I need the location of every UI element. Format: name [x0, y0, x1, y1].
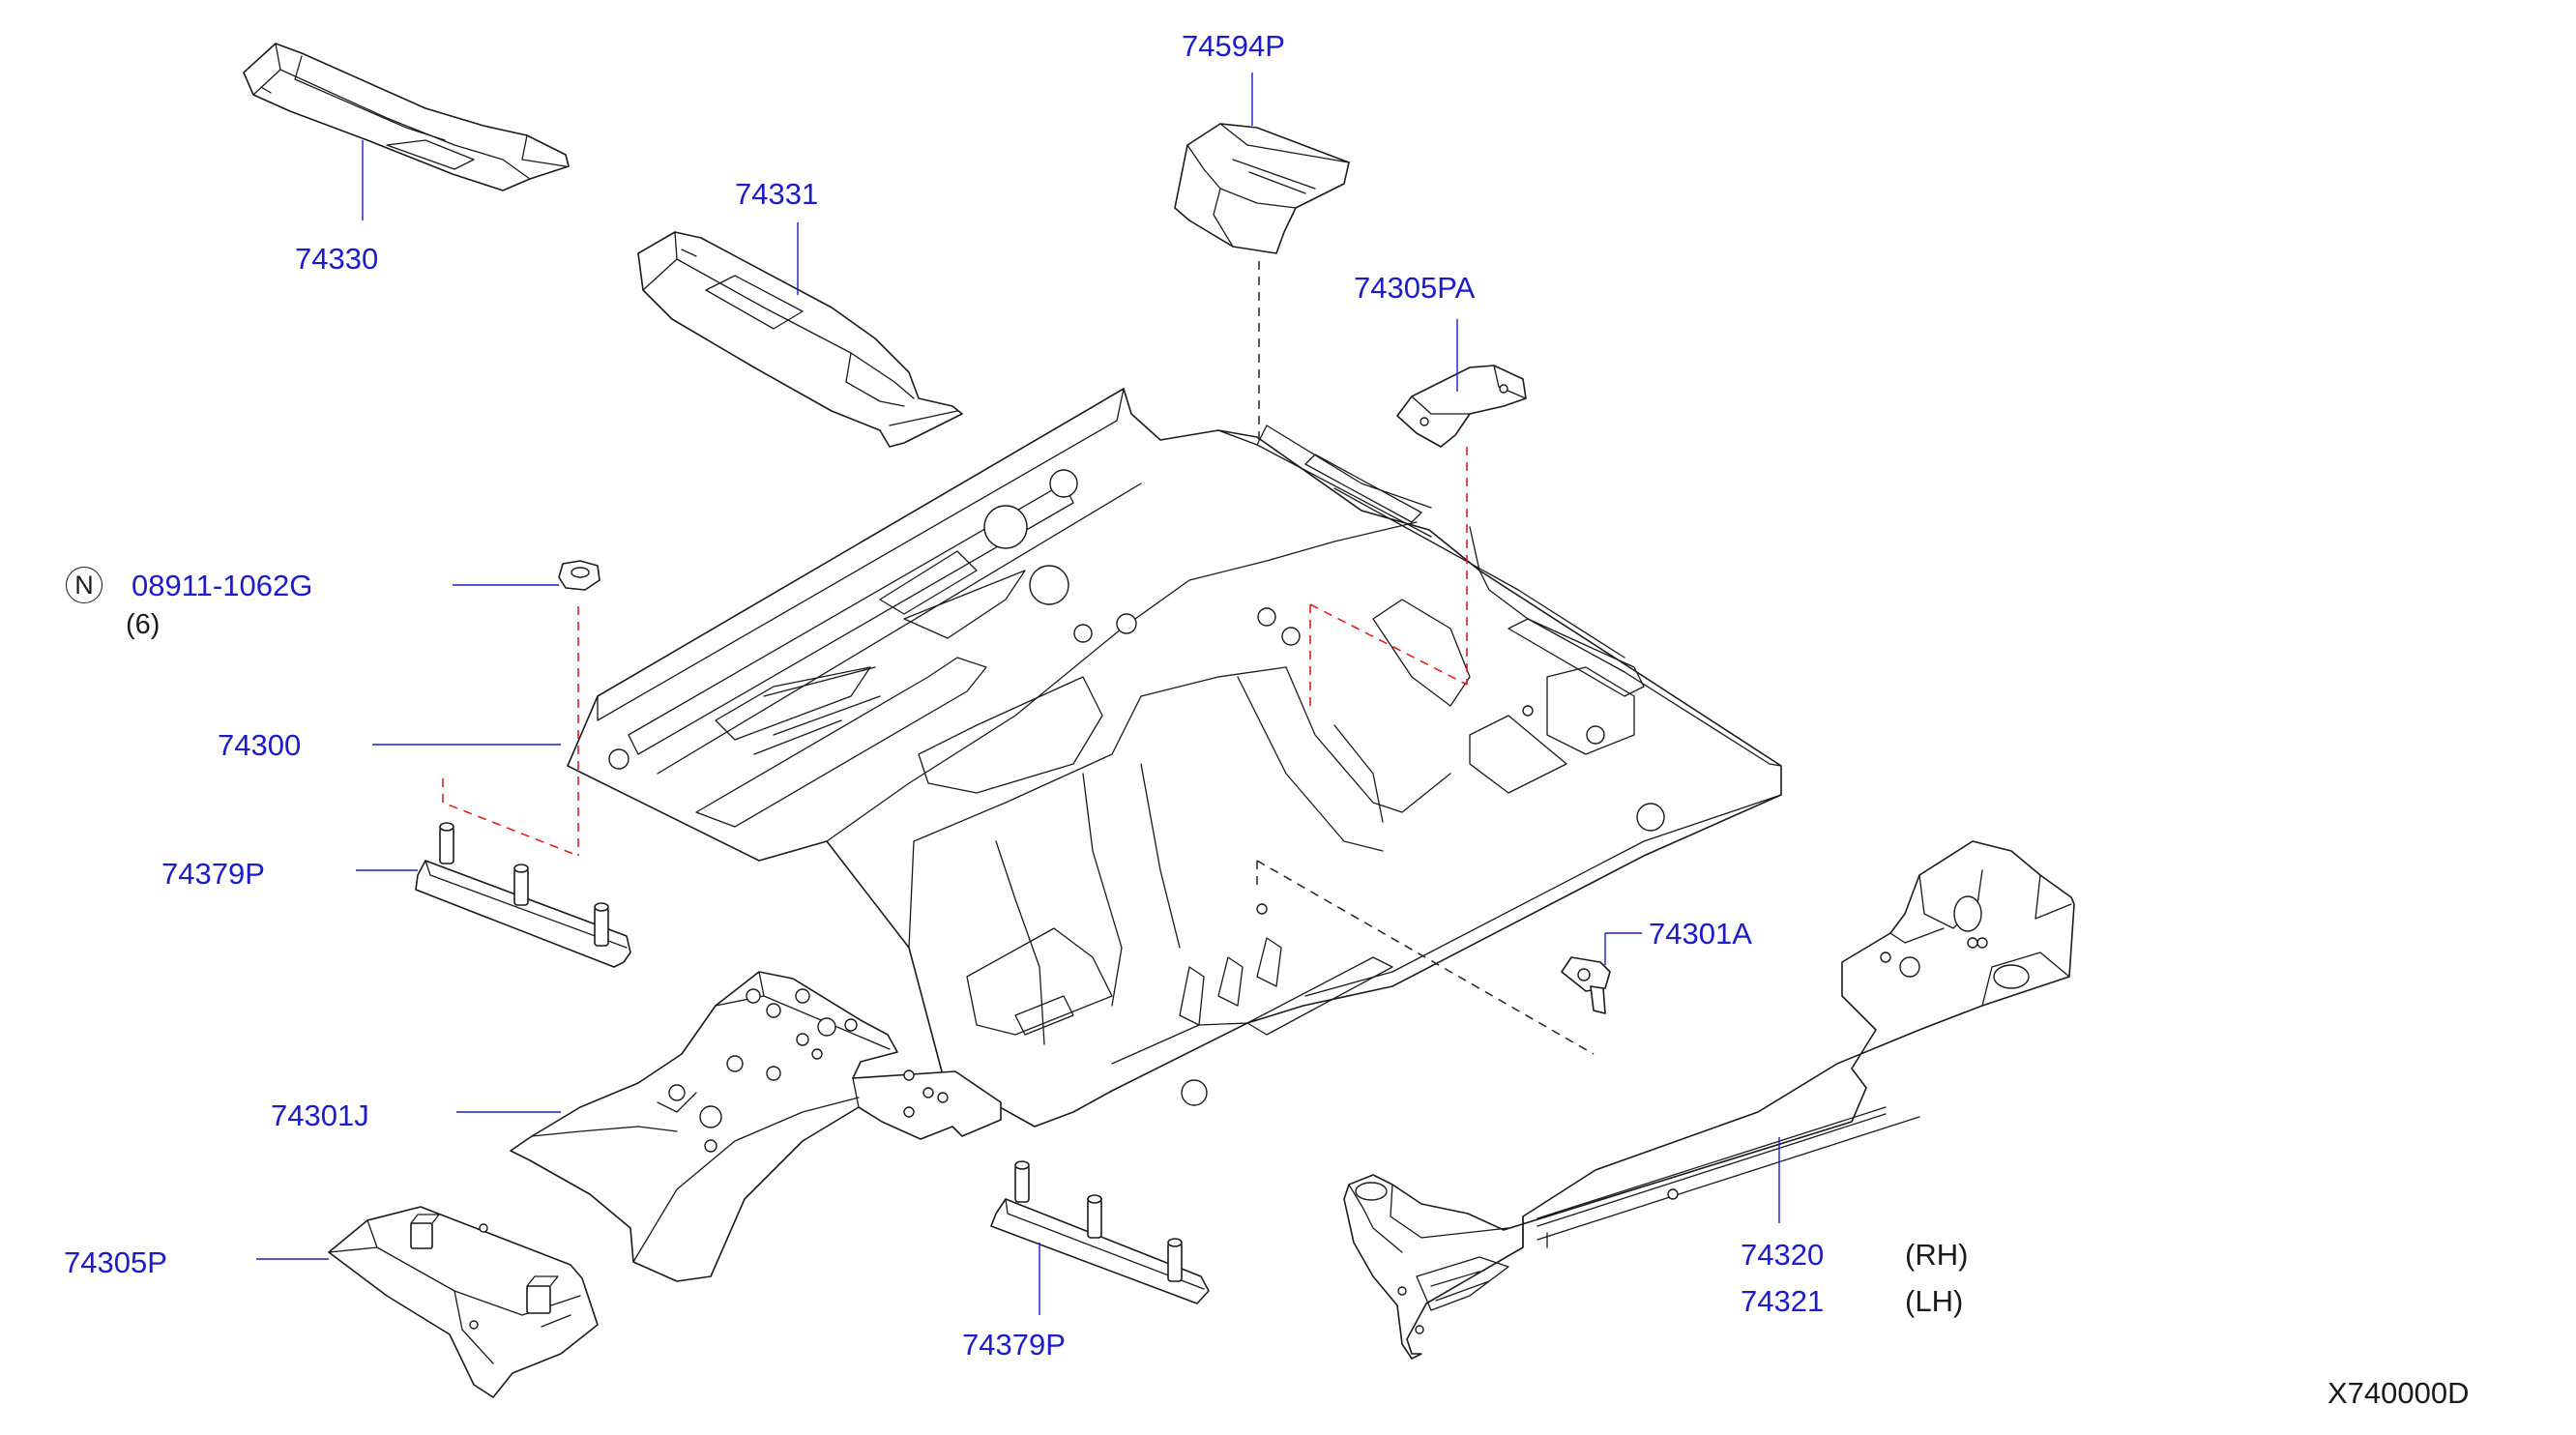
bracket-74594p-drawing	[1174, 123, 1350, 254]
part-label-74594p[interactable]: 74594P	[1182, 29, 1285, 63]
drawing-code: X740000D	[2327, 1376, 2470, 1410]
assembly-dashed-lines	[442, 261, 1595, 1055]
stud-plate-74379p-center-drawing	[990, 1160, 1210, 1304]
part-label-74379p-center[interactable]: 74379P	[962, 1328, 1066, 1362]
side-label-lh: (LH)	[1905, 1284, 1964, 1318]
part-label-74301a[interactable]: 74301A	[1649, 917, 1752, 951]
part-label-74330[interactable]: 74330	[295, 242, 379, 276]
part-label-08911-1062g[interactable]: 08911-1062G	[132, 569, 313, 602]
side-sill-74320-drawing	[1343, 840, 2075, 1360]
part-label-74321[interactable]: 74321	[1741, 1284, 1825, 1318]
nut-08911-drawing	[558, 560, 600, 591]
side-label-rh: (RH)	[1905, 1238, 1969, 1272]
part-label-74379p-left[interactable]: 74379P	[161, 857, 265, 891]
crossmember-74301j-drawing	[510, 971, 1002, 1282]
rail-74330-drawing	[243, 43, 570, 191]
quantity-label: (6)	[126, 609, 161, 640]
part-label-74331[interactable]: 74331	[735, 177, 819, 211]
part-label-74305pa[interactable]: 74305PA	[1354, 271, 1476, 305]
floor-panel-74300-drawing	[567, 388, 1782, 1128]
rail-74331-drawing	[637, 231, 963, 448]
bracket-74305p-drawing	[328, 1206, 599, 1398]
part-label-74305p[interactable]: 74305P	[64, 1245, 167, 1279]
part-label-74320[interactable]: 74320	[1741, 1238, 1825, 1272]
n-marker-icon: N	[66, 567, 102, 603]
leader-lines	[256, 73, 1780, 1315]
bracket-74305pa-drawing	[1396, 365, 1527, 448]
part-label-74300[interactable]: 74300	[218, 728, 302, 762]
stud-plate-74379p-left-drawing	[415, 822, 631, 968]
clip-74301a-drawing	[1561, 956, 1611, 1014]
part-label-74301j[interactable]: 74301J	[271, 1098, 369, 1132]
